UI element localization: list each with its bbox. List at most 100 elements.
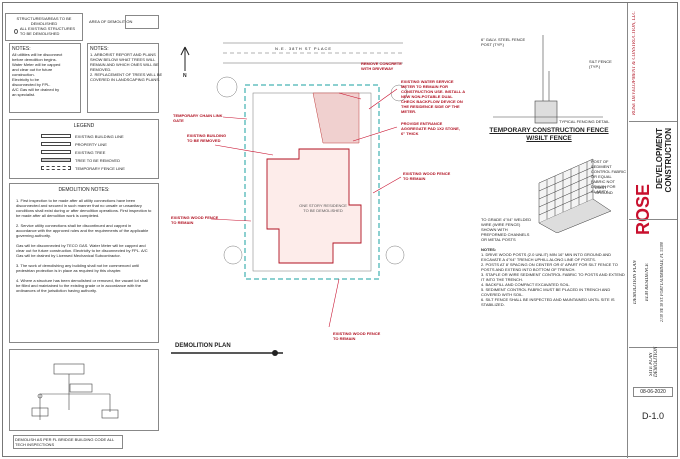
utility-riser-diagram	[9, 349, 159, 431]
fence-sub-label: TO GRADE 4"X4" WELDED WIRE (WIRE FENCE) …	[481, 217, 532, 242]
sheet-number: D-1.0	[641, 411, 664, 421]
notes-left-line: A/C Gas will be drained by	[12, 87, 60, 92]
legend-swatch	[41, 166, 71, 170]
sheet-name: SITE PLAN DEMOLITION	[649, 346, 659, 377]
notes-right-line: SHOW BELOW WHAT TREES WILL	[90, 57, 156, 62]
fence-note: 1. DRIVE WOOD POSTS (2.0 UNLIT) MIN 16" …	[481, 252, 612, 262]
sheet-name-cell	[629, 347, 677, 381]
project-name: ELM RESIDENCE	[645, 263, 650, 301]
callout-wood-fence: EXISTING WOOD FENCE TO REMAIN	[403, 171, 451, 181]
existing-tree-icon	[216, 76, 408, 265]
driveway-hatch	[312, 92, 360, 144]
fence-note: 2. POSTS AT 8' SPACING ON CENTER OR 6" A…	[481, 262, 618, 272]
legend-swatch	[41, 142, 71, 146]
notes-right-box: NOTES: 1. ARBORIST REPORT AND PLANS SHOW…	[87, 43, 163, 113]
legend-swatch	[41, 150, 71, 154]
north-arrow-icon	[180, 46, 190, 71]
logo-construction: CONSTRUCTION	[664, 128, 673, 193]
fence-section-detail	[493, 35, 603, 124]
notes-left-line: construction.	[12, 72, 35, 77]
riser-note: DEMOLISH AS PER FL BRIDGE BUILDING CODE …	[13, 435, 123, 449]
callout-water-meter: EXISTING WATER SERVICE METER TO REMAIN F…	[401, 79, 465, 114]
area-of-demolition-label: AREA OF DEMOLITION	[89, 19, 133, 24]
legend-row: PROPERTY LINE	[75, 141, 107, 147]
legend-row: TREE TO BE REMOVED	[75, 157, 120, 163]
riser-diagram-svg	[31, 363, 119, 420]
legend-row: EXISTING BUILDING LINE	[75, 133, 124, 139]
notes-left-title: NOTES:	[12, 46, 31, 52]
notes-left-line: Water Meter will be capped	[12, 62, 61, 67]
fence-note: 6. SILT FENCE SHALL BE INSPECTED AND MAI…	[481, 297, 615, 307]
demolition-notes-title: DEMOLITION NOTES:	[58, 187, 110, 193]
building-footprint	[266, 148, 362, 264]
area-of-demolition-swatch	[125, 15, 159, 29]
fence-notes-title: NOTES:	[481, 247, 497, 252]
street-label: N.E. 38TH ST PLACE	[275, 46, 333, 51]
key-notes-item: ALL EXISTING STRUCTURES TO BE DEMOLISHED	[19, 26, 76, 36]
company-logo: ROSE DEVELOPMENT CONSTRUCTION	[629, 121, 677, 235]
fence-note: 3. STAPLE OR WIRE SEDIMENT CONTROL FABRI…	[481, 272, 625, 282]
callout-chain-link-gate: TEMPORARY CHAIN LINK GATE	[173, 113, 223, 123]
plan-title-marker	[171, 350, 283, 356]
notes-left-line: and clear out for future	[12, 67, 53, 72]
notes-right-line: 2. REPLACEMENT OF TREES WILL BE	[90, 72, 163, 77]
project-address: 2130 NE 38 ST. FORT LAUDERDALE, FL 33308	[659, 242, 664, 322]
fence-sub-label: POST OF SEDIMENT CONTROL FABRIC OR EQUAL…	[591, 159, 626, 194]
project-cell	[629, 219, 677, 345]
demolition-note: 2. Service utility connections shall be …	[16, 223, 149, 238]
demolition-note: 1. First inspection to be made after all…	[16, 198, 152, 218]
legend-row: EXISTING TREE	[75, 149, 106, 155]
legend-swatch	[41, 158, 71, 162]
silt-fence-label: SILT FENCE (TYP.)	[589, 59, 612, 69]
callout-wood-fence: EXISTING WOOD FENCE TO REMAIN	[333, 331, 381, 341]
fence-notes: NOTES: 1. DRIVE WOOD POSTS (2.0 UNLIT) M…	[481, 247, 627, 307]
fence-sub-label: EXIST GROUND	[595, 185, 613, 195]
fence-isometric	[538, 158, 612, 233]
demolition-notes-box: DEMOLITION NOTES: 1. First inspection to…	[9, 183, 159, 343]
site-plan	[171, 42, 408, 356]
legend-box: LEGEND EXISTING BUILDING LINE PROPERTY L…	[9, 119, 159, 179]
demolition-note: 4. Where a structure has been demolished…	[16, 278, 149, 293]
company-name: ROSE DEVELOPMENT & CONSTRUCTION, LLC	[632, 11, 637, 115]
legend-row: TEMPORARY FENCE LINE	[75, 165, 125, 171]
notes-right-line: REMAIN AND WHICH ONES WILL BE	[90, 62, 159, 67]
demolition-note: Gas will be disconnected by TECO GAS. Wa…	[16, 243, 148, 258]
lot-line	[252, 92, 372, 272]
street	[223, 42, 403, 64]
notes-right-line: 1. ARBORIST REPORT AND PLANS	[90, 52, 156, 57]
demolish-marker-icon	[14, 28, 18, 34]
property-line	[244, 84, 380, 280]
fence-detail-title: TEMPORARY CONSTRUCTION FENCE W/SILT FENC…	[489, 127, 609, 142]
logo-development: DEVELOPMENT	[655, 128, 664, 189]
building-label: ONE STORY RESIDENCE TO BE DEMOLISHED	[299, 203, 347, 213]
fence-note: 4. BACKFILL AND COMPACT EXCAVATED SOIL.	[481, 282, 571, 287]
notes-right-line: COVERED IN LANDSCAPING PLANS.	[90, 77, 161, 82]
north-label: N	[183, 73, 187, 79]
notes-left-line: All utilities will be disconnect	[12, 52, 63, 57]
callout-wood-fence: EXISTING WOOD FENCE TO REMAIN	[171, 215, 219, 225]
notes-right-line: REMOVED.	[90, 67, 112, 72]
legend-swatch	[41, 134, 71, 138]
key-notes-box: STRUCTURES/AREAS TO BE DEMOLISHED ALL EX…	[5, 13, 83, 41]
project-label: DEMOLITION PLAN	[633, 260, 638, 304]
fence-note: 5. SEDIMENT CONTROL FABRIC MUST BE PLACE…	[481, 287, 611, 297]
notes-left-line: Electricity to be	[12, 77, 40, 82]
title-block	[627, 3, 679, 458]
notes-right-title: NOTES:	[90, 46, 109, 52]
key-notes-title: STRUCTURES/AREAS TO BE DEMOLISHED	[16, 16, 72, 26]
notes-left-line: disconnected by FPL.	[12, 82, 51, 87]
callout-leaders	[210, 88, 402, 328]
callout-driveway: REMOVE CONCRETE WITH DRIVEWAY	[361, 61, 402, 71]
notes-left-line: an specialist.	[12, 92, 36, 97]
sheet-date: 08-06-2020	[633, 387, 673, 397]
notes-left-box: NOTES: All utilities will be disconnect …	[9, 43, 81, 113]
plan-title: DEMOLITION PLAN	[175, 343, 231, 349]
legend-title: LEGEND	[73, 123, 95, 129]
callout-building-removed: EXISTING BUILDING TO BE REMOVED	[187, 133, 227, 143]
notes-left-line: before demolition begins.	[12, 57, 57, 62]
typical-fencing-label: TYPICAL FENCING DETAIL	[559, 119, 610, 124]
demolition-note: 3. The work of demolishing any building …	[16, 263, 140, 273]
fence-post-label: 6" GALV. STEEL FENCE POST (TYP.)	[481, 37, 526, 47]
callout-entrance-pad: PROVIDE ENTRANCE AGGREGATE PAD 1X2 STONE…	[401, 121, 460, 136]
